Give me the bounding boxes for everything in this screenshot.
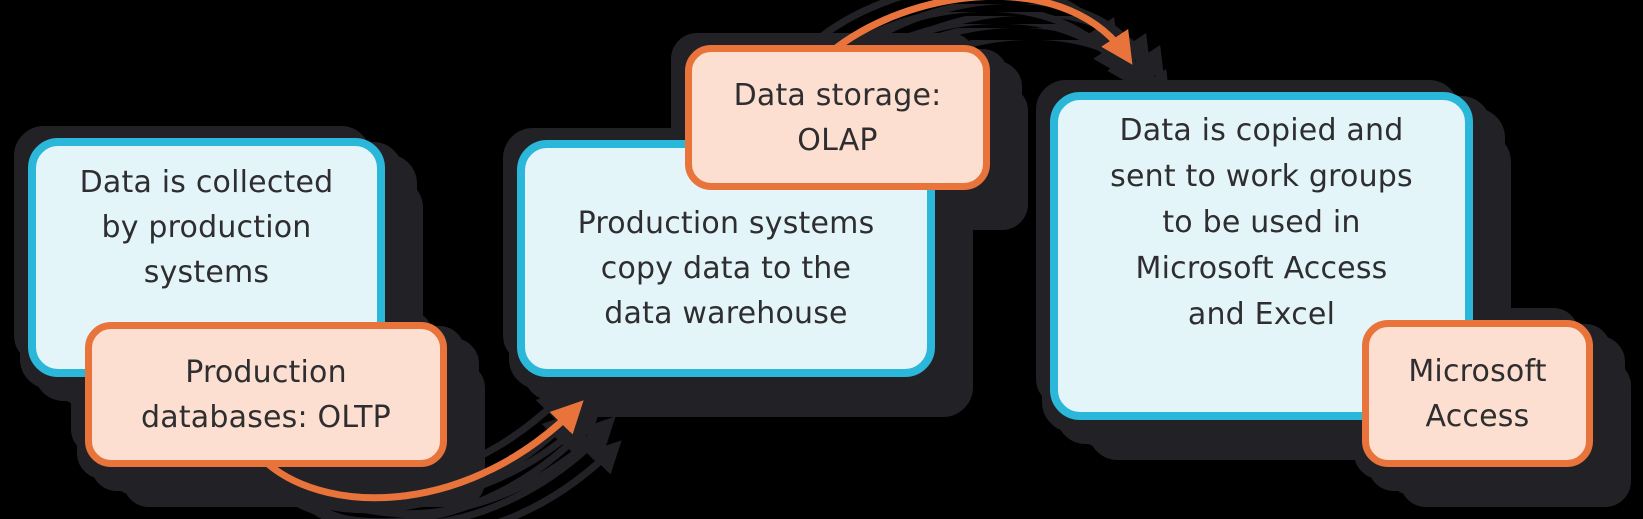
arrow-olap-to-workgroups — [832, 0, 1133, 65]
tag-microsoft-access-line: Access — [1425, 398, 1530, 434]
tag-data-storage-olap-line: OLAP — [797, 122, 878, 158]
tag-data-storage-olap-line: Data storage: — [733, 77, 942, 113]
arrow-oltp-to-warehouse — [264, 400, 584, 502]
process-box-send-line: Data is copied and — [1119, 113, 1404, 148]
process-box-collect-line: by production — [101, 210, 312, 245]
process-box-collect-line: systems — [143, 255, 270, 290]
tag-data-storage-olap: Data storage: OLAP — [685, 45, 990, 190]
process-box-copy-line: data warehouse — [604, 296, 848, 331]
tag-microsoft-access-line: Microsoft — [1408, 353, 1547, 389]
process-box-send-line: sent to work groups — [1110, 159, 1413, 194]
process-box-send-line: Microsoft Access — [1135, 251, 1388, 286]
tag-production-databases-oltp-line: Production — [185, 354, 347, 390]
process-box-copy-line: Production systems — [577, 206, 875, 241]
process-box-copy-line: copy data to the — [600, 251, 852, 286]
tag-microsoft-access: Microsoft Access — [1362, 320, 1593, 467]
tag-production-databases-oltp-line: databases: OLTP — [141, 399, 391, 435]
tag-production-databases-oltp: Production databases: OLTP — [85, 322, 447, 467]
process-box-send-line: to be used in — [1162, 205, 1361, 240]
process-box-send-line: and Excel — [1187, 297, 1336, 332]
process-box-collect-line: Data is collected — [79, 165, 334, 200]
